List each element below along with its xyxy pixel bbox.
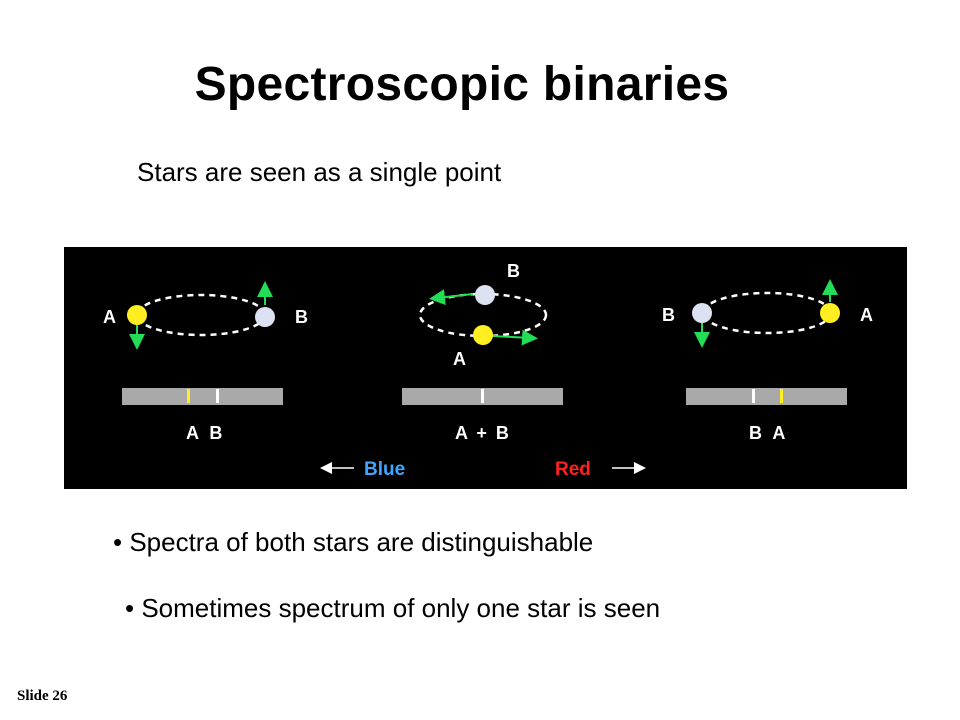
bullet-spectra-distinguishable: • Spectra of both stars are distinguisha… [113, 527, 594, 557]
binary-star-diagram: A B A B B A A + B B A B A [64, 247, 907, 489]
spectrum-label-left: A B [186, 423, 225, 443]
red-label: Red [555, 459, 591, 480]
star-b-left [255, 307, 275, 327]
velocity-arrow-right-middle [492, 329, 538, 346]
spectrum-label-middle: A + B [455, 423, 511, 443]
spectrum-bar-right [686, 388, 847, 405]
label-b-right: B [662, 305, 675, 325]
spectrum-label-right: B A [749, 423, 788, 443]
star-b-right [692, 303, 712, 323]
label-b-middle: B [507, 261, 520, 281]
spectral-line-b-left [216, 389, 219, 403]
label-a-left: A [103, 307, 116, 327]
orbit-right [701, 291, 833, 335]
star-a-middle [473, 325, 493, 345]
velocity-arrow-left-middle [429, 289, 474, 306]
star-b-middle [475, 285, 495, 305]
spectral-line-middle [481, 389, 484, 403]
star-a-left [127, 305, 147, 325]
label-a-right: A [860, 305, 873, 325]
spectral-line-b-right [752, 389, 755, 403]
spectral-line-a-left [187, 389, 190, 403]
star-a-right [820, 303, 840, 323]
spectrum-bar-left [122, 388, 283, 405]
label-a-middle: A [453, 349, 466, 369]
orbit-left [135, 293, 267, 337]
label-b-left: B [295, 307, 308, 327]
slide-title: Spectroscopic binaries [194, 58, 730, 111]
spectral-line-a-right [780, 389, 783, 403]
slide-number: Slide 26 [17, 688, 68, 704]
slide-subtitle: Stars are seen as a single point [137, 157, 502, 187]
bullet-one-spectrum-seen: • Sometimes spectrum of only one star is… [125, 593, 661, 623]
blue-label: Blue [364, 459, 405, 480]
